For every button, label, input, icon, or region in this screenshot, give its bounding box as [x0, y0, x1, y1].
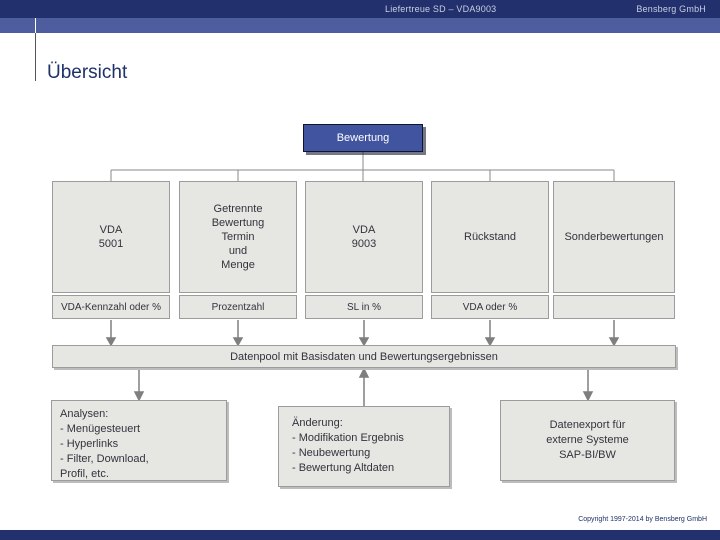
diagram-box-sonderbewertungen: Sonderbewertungen — [553, 181, 675, 293]
diagram-box-getrennte-bewertung: Getrennte Bewertung Termin und Menge — [179, 181, 297, 293]
copyright: Copyright 1997-2014 by Bensberg GmbH — [578, 516, 707, 523]
footer-bar — [0, 530, 720, 540]
header-accent-bar — [0, 18, 720, 33]
diagram-box-vda9003: VDA 9003 — [305, 181, 423, 293]
diagram-sub-vda-kennzahl: VDA-Kennzahl oder % — [52, 295, 170, 319]
accent-line-dark — [35, 33, 36, 81]
diagram-sub-sl-in-prozent: SL in % — [305, 295, 423, 319]
diagram-box-analysen: Analysen: - Menügesteuert - Hyperlinks -… — [51, 400, 227, 481]
accent-line-light — [35, 18, 36, 33]
diagram-sub-vda-oder-prozent: VDA oder % — [431, 295, 549, 319]
diagram-box-bewertung: Bewertung — [303, 124, 423, 152]
diagram-box-rueckstand: Rückstand — [431, 181, 549, 293]
header-bar: Liefertreue SD – VDA9003 Bensberg GmbH — [0, 0, 720, 18]
diagram-sub-empty — [553, 295, 675, 319]
document-title: Liefertreue SD – VDA9003 — [385, 4, 497, 14]
company-name: Bensberg GmbH — [636, 4, 706, 14]
diagram-sub-prozentzahl: Prozentzahl — [179, 295, 297, 319]
diagram-box-aenderung: Änderung: - Modifikation Ergebnis - Neub… — [278, 406, 450, 487]
diagram-box-datenpool: Datenpool mit Basisdaten und Bewertungse… — [52, 345, 676, 368]
diagram-box-datenexport: Datenexport für externe Systeme SAP-BI/B… — [500, 400, 675, 481]
diagram-box-vda5001: VDA 5001 — [52, 181, 170, 293]
page-title: Übersicht — [47, 62, 128, 83]
